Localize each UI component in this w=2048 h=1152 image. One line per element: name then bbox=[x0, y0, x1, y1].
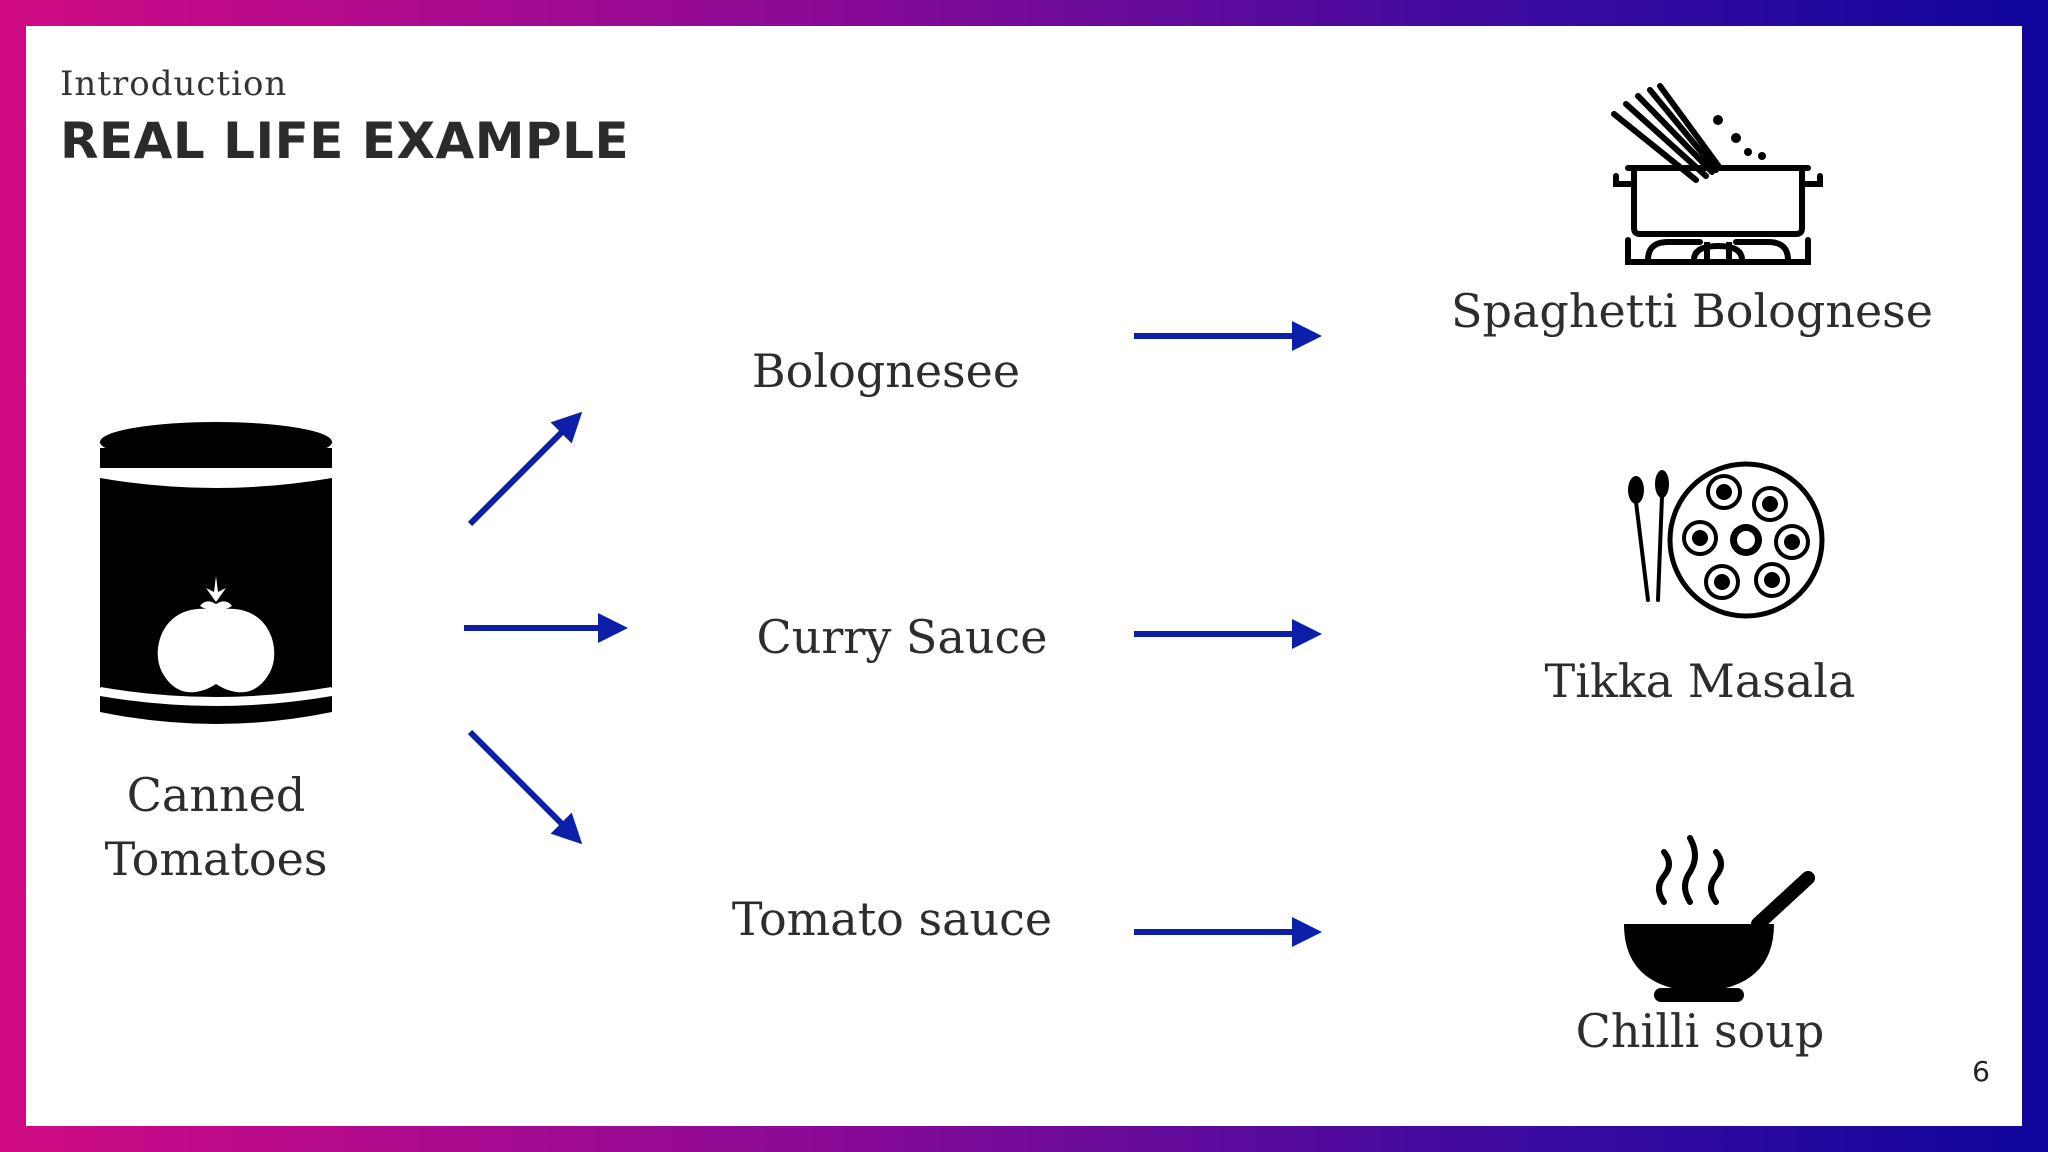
dish-label-spaghetti: Spaghetti Bolognese bbox=[1450, 284, 1933, 338]
tomato-can-icon bbox=[100, 422, 332, 724]
cooking-pot-icon bbox=[1611, 83, 1823, 265]
flow-arrows bbox=[464, 321, 1322, 947]
source-label-line1: Canned bbox=[126, 768, 306, 822]
source-label-line2: Tomatoes bbox=[104, 832, 328, 886]
dish-label-tikka: Tikka Masala bbox=[1544, 654, 1856, 708]
page-number: 6 bbox=[1972, 1055, 1990, 1088]
plate-dishes-icon bbox=[1628, 461, 1825, 619]
slide-kicker: Introduction bbox=[60, 64, 288, 104]
intermediate-label-curry: Curry Sauce bbox=[756, 610, 1048, 664]
soup-bowl-icon bbox=[1624, 835, 1815, 1002]
intermediate-label-bolognese: Bologneseе bbox=[751, 344, 1021, 398]
slide: Introduction REAL LIFE EXAMPLE Canned To… bbox=[26, 26, 2022, 1126]
arrow-to-bolognese bbox=[467, 411, 583, 527]
slide-title: REAL LIFE EXAMPLE bbox=[60, 112, 630, 170]
arrow-to-tomato-sauce bbox=[467, 729, 583, 845]
intermediate-label-tomato-sauce: Tomato sauce bbox=[731, 892, 1053, 946]
dish-label-chilli: Chilli soup bbox=[1575, 1004, 1825, 1058]
